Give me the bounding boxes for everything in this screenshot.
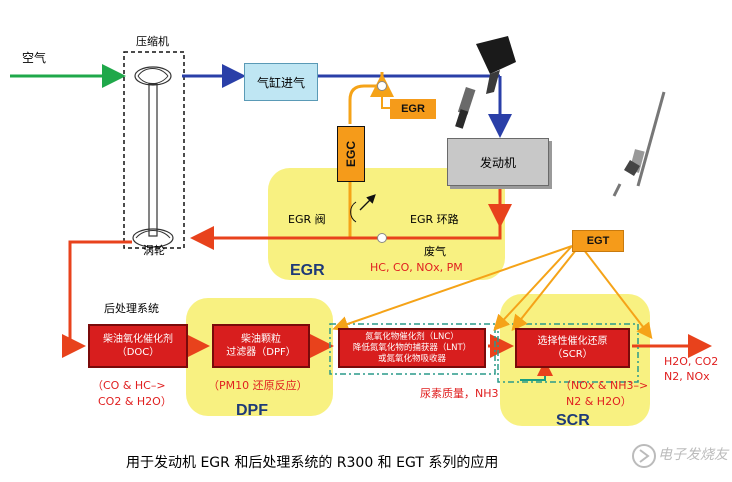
egr-loop-line xyxy=(348,72,384,238)
lnc-box: 氮氧化物催化剂（LNC） 降低氮氧化物的捕获器（LNT） 或氮氧化物吸收器 xyxy=(338,328,486,368)
egt-line-1 xyxy=(332,245,573,332)
lnc-enclosure xyxy=(329,323,496,375)
egt-tag: EGT xyxy=(572,230,624,252)
pressure-sensor-icon xyxy=(455,36,516,129)
exhaust-species: HC, CO, NOx, PM xyxy=(370,261,463,274)
egc-text: EGC xyxy=(344,140,359,168)
outlet-line1: H2O, CO2 xyxy=(664,355,719,368)
scr-zone-label: SCR xyxy=(556,412,590,429)
watermark-logo-icon xyxy=(632,444,656,468)
doc-line1: 柴油氧化催化剂 xyxy=(103,334,173,345)
egr-zone-label: EGR xyxy=(290,262,325,279)
lnc-line2: 降低氮氧化物的捕获器（LNT） xyxy=(352,342,472,353)
doc-box: 柴油氧化催化剂 （DOC） xyxy=(88,324,188,368)
exhaust-label: 废气 xyxy=(424,245,446,258)
dpf-zone-label: DPF xyxy=(236,402,268,419)
scr-enclosure xyxy=(497,323,639,383)
egr-loop-label: EGR 环路 xyxy=(410,213,459,226)
egt-line-2 xyxy=(493,245,573,331)
dpf-reaction: （PM10 还原反应） xyxy=(208,379,308,392)
dpf-line1: 柴油颗粒 xyxy=(241,334,281,345)
dpf-line2: 过滤器（DPF） xyxy=(226,347,296,358)
egc-tag: EGC xyxy=(337,126,365,182)
egt-line-3 xyxy=(511,249,577,332)
egr-valve-label: EGR 阀 xyxy=(288,213,326,226)
outlet-line2: N2, NOx xyxy=(664,370,710,383)
scr-line1: 选择性催化还原 xyxy=(537,336,608,347)
turbine-wheel xyxy=(132,228,174,248)
doc-reaction-line1: （CO & HC–> xyxy=(92,379,166,392)
doc-reaction-line2: CO2 & H2O） xyxy=(98,395,172,408)
engine-text: 发动机 xyxy=(479,155,516,170)
scr-reaction-line2: N2 & H2O） xyxy=(566,395,632,408)
cylinder-intake-text: 气缸进气 xyxy=(256,75,305,90)
scr-reaction-line1: （NOx & NH3–> xyxy=(560,379,649,392)
urea-label: 尿素质量，NH3 xyxy=(420,387,499,400)
aftertreatment-feed-line xyxy=(62,240,132,358)
aftertreatment-label: 后处理系统 xyxy=(104,302,159,315)
caption: 用于发动机 EGR 和后处理系统的 R300 和 EGT 系列的应用 xyxy=(126,455,499,471)
urea-injection-arrow xyxy=(520,360,553,381)
lnc-line3: 或氮氧化物吸收器 xyxy=(377,353,446,364)
engine-box: 发动机 xyxy=(447,138,549,186)
turbine-label: 涡轮 xyxy=(143,244,165,257)
egt-line-4 xyxy=(583,249,653,340)
dpf-box: 柴油颗粒 过滤器（DPF） xyxy=(212,324,310,368)
turbocharger-frame xyxy=(123,51,185,249)
egr-valve-top xyxy=(377,81,387,91)
exhaust-return-line xyxy=(190,186,502,250)
egr-zone xyxy=(268,168,505,280)
turbo-shaft xyxy=(148,83,158,237)
valve-arrow xyxy=(359,194,376,211)
egr-valve-bottom xyxy=(377,233,387,243)
cylinder-intake-box: 气缸进气 xyxy=(244,63,318,101)
lnc-line1: 氮氧化物催化剂（LNC） xyxy=(365,331,459,342)
egr-tag: EGR xyxy=(390,99,436,119)
scr-box: 选择性催化还原 （SCR） xyxy=(515,328,630,368)
egt-probe-icon xyxy=(612,91,666,197)
air-label: 空气 xyxy=(22,51,47,65)
watermark: 电子发烧友 xyxy=(658,447,728,463)
doc-line2: （DOC） xyxy=(116,347,160,358)
scr-line2: （SCR） xyxy=(552,349,593,360)
compressor-wheel xyxy=(134,66,172,86)
compressor-label: 压缩机 xyxy=(136,35,169,48)
valve-arc xyxy=(350,201,357,223)
